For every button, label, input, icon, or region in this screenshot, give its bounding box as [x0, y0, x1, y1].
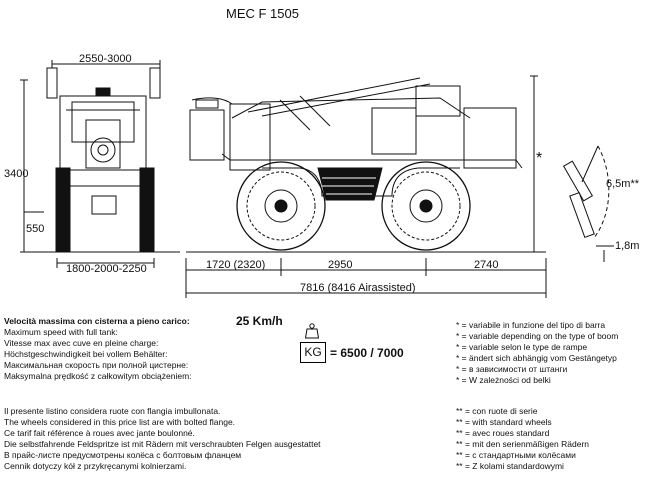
speed-line: Höchstgeschwindigkeit bei vollem Behälte… — [4, 348, 168, 359]
dim-boom-height: 6,5m** — [606, 178, 640, 190]
note-line: * = ändert sich abhängig vom Gestängetyp — [456, 352, 617, 363]
wheel-note-line: ** = with standard wheels — [456, 416, 552, 427]
note-line: * = W zależności od belki — [456, 374, 551, 385]
dim-front-overhang: 1720 (2320) — [206, 259, 266, 271]
note-line: * = в зависимости от штанги — [456, 363, 568, 374]
wheels-line: The wheels considered in this price list… — [4, 416, 236, 427]
dim-wheelbase: 2950 — [328, 259, 353, 271]
speed-value: 25 Km/h — [236, 314, 283, 328]
speed-line: Velocità massima con cisterna a pieno ca… — [4, 316, 190, 326]
wheel-note-line: ** = avec roues standard — [456, 427, 550, 438]
wheels-line: Il presente listino considera ruote con … — [4, 406, 221, 416]
speed-line: Maximum speed with full tank: — [4, 326, 118, 337]
wheel-note-line: ** = mit den serienmäßigen Rädern — [456, 438, 589, 449]
speed-description: Velocità massima con cisterna a pieno ca… — [4, 316, 192, 381]
dim-total-length: 7816 (8416 Airassisted) — [300, 282, 416, 294]
page-title: MEC F 1505 — [226, 6, 299, 21]
wheel-note-line: ** = с стандартными колёсами — [456, 449, 576, 460]
note-line: * = variabile in funzione del tipo di ba… — [456, 320, 606, 330]
speed-line: Максимальная скорость при полной цистерн… — [4, 359, 189, 370]
dim-height: 3400 — [4, 168, 29, 180]
sprayer-technical-drawing — [20, 60, 614, 298]
wheels-line: В прайс-листе предусмотрены колёса с бол… — [4, 449, 242, 460]
speed-line: Vitesse max avec cuve en pleine charge: — [4, 337, 159, 348]
dim-boom-min: 1,8m — [615, 240, 640, 252]
dim-clearance: 550 — [26, 223, 45, 235]
dim-width: 2550-3000 — [79, 53, 132, 65]
standard-wheels-notes: ** = con ruote di serie ** = with standa… — [456, 406, 589, 471]
wheels-line: Die selbstfahrende Feldspritze ist mit R… — [4, 438, 321, 449]
speed-line: Maksymalna prędkość z całkowitym obciąże… — [4, 370, 192, 381]
note-line: * = variable depending on the type of bo… — [456, 330, 619, 341]
wheel-note-line: ** = Z kolami standardowymi — [456, 460, 564, 471]
wheels-line: Cennik dotyczy kół z przykręcanymi kolni… — [4, 460, 187, 471]
wheels-description: Il presente listino considera ruote con … — [4, 406, 321, 471]
note-line: * = variable selon le type de rampe — [456, 341, 588, 352]
wheel-note-line: ** = con ruote di serie — [456, 406, 538, 416]
front-view — [20, 60, 180, 268]
side-view — [185, 75, 614, 298]
dim-track: 1800-2000-2250 — [66, 263, 147, 275]
variable-star: * — [536, 150, 543, 167]
boom-variable-notes: * = variabile in funzione del tipo di ba… — [456, 320, 618, 385]
weight-icon — [305, 323, 319, 339]
wheels-line: Ce tarif fait référence à roues avec jan… — [4, 427, 195, 438]
capacity-unit: KG — [300, 342, 326, 363]
dim-rear-length: 2740 — [474, 259, 499, 271]
capacity-value: = 6500 / 7000 — [330, 346, 404, 360]
